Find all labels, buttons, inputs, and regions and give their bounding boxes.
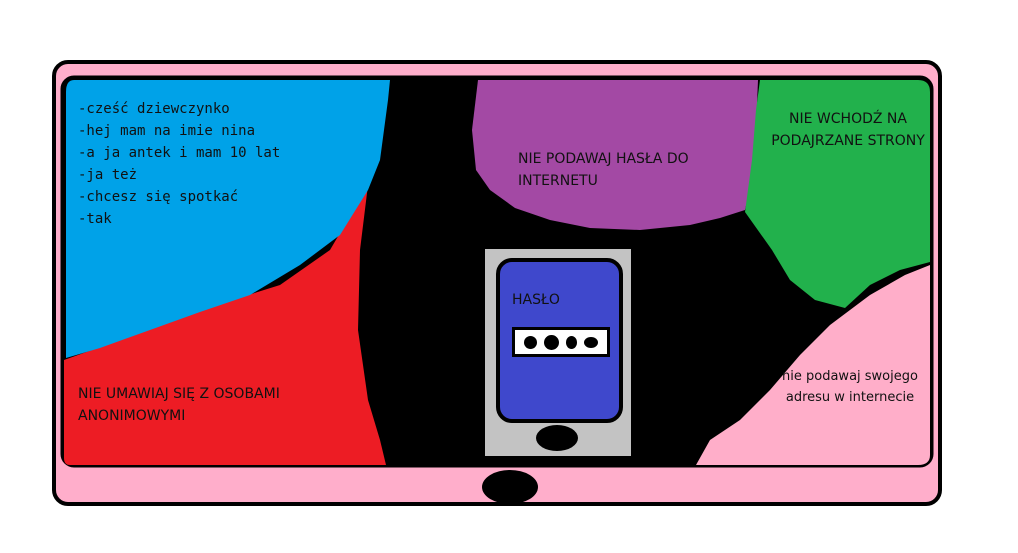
chat-line: -ja też bbox=[78, 167, 138, 183]
tip-anonymous-meetings: NIE UMAWIAJ SIĘ Z OSOBAMI ANONIMOWYMI bbox=[78, 386, 280, 424]
password-dot bbox=[524, 335, 538, 349]
tip-address: nie podawaj swojego adresu w internecie bbox=[782, 369, 918, 405]
chat-conversation: -cześć dziewczynko -hej mam na imie nina… bbox=[78, 98, 280, 230]
password-label: HASŁO bbox=[512, 292, 560, 308]
password-dot bbox=[583, 336, 598, 348]
chat-line: -cześć dziewczynko bbox=[78, 101, 230, 117]
blue-region bbox=[66, 80, 390, 358]
chat-line: -chcesz się spotkać bbox=[78, 189, 239, 205]
green-region bbox=[745, 80, 930, 308]
password-dot bbox=[565, 335, 577, 349]
red-region bbox=[64, 185, 386, 465]
pink-region bbox=[696, 265, 930, 465]
tip-suspicious-sites-text: NIE WCHODŹ NA PODAJRZANE STRONY bbox=[771, 111, 925, 149]
password-dot bbox=[544, 334, 560, 350]
chat-line: -a ja antek i mam 10 lat bbox=[78, 145, 281, 161]
purple-region bbox=[472, 80, 758, 230]
tip-password: NIE PODAWAJ HASŁA DO INTERNETU bbox=[518, 151, 689, 189]
chat-line: -tak bbox=[78, 211, 112, 227]
tip-suspicious-sites: NIE WCHODŹ NA PODAJRZANE STRONY bbox=[762, 108, 934, 152]
power-button bbox=[482, 470, 538, 504]
phone-home-button bbox=[536, 425, 578, 451]
password-field bbox=[512, 327, 610, 357]
chat-line: -hej mam na imie nina bbox=[78, 123, 256, 139]
